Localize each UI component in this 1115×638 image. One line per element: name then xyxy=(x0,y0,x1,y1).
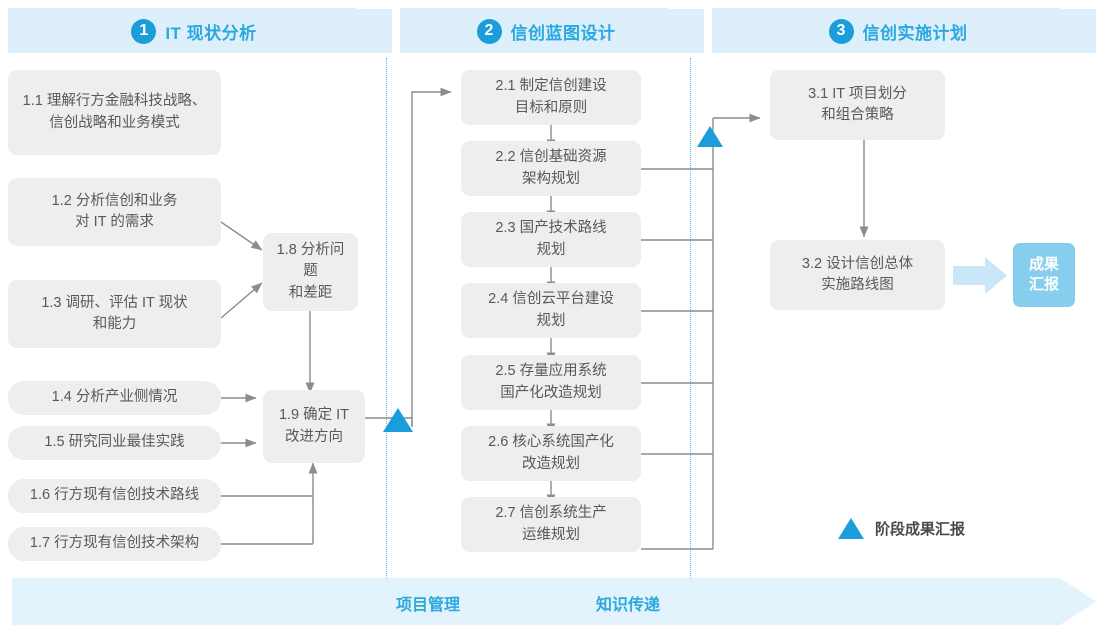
task-box-2-3[interactable]: 2.3 国产技术路线 规划 xyxy=(461,212,641,267)
phase-header-2[interactable]: 2 信创蓝图设计 xyxy=(400,9,704,53)
phase-number-2: 2 xyxy=(476,18,502,44)
task-box-2-5[interactable]: 2.5 存量应用系统 国产化改造规划 xyxy=(461,355,641,410)
task-box-1-2[interactable]: 1.2 分析信创和业务 对 IT 的需求 xyxy=(8,178,221,246)
task-box-1-4[interactable]: 1.4 分析产业侧情况 xyxy=(8,381,221,415)
task-box-1-8[interactable]: 1.8 分析问题 和差距 xyxy=(263,233,358,311)
result-badge[interactable]: 成果 汇报 xyxy=(1013,243,1075,307)
connector-1-2-to-1-8 xyxy=(220,221,263,251)
task-box-1-5[interactable]: 1.5 研究同业最佳实践 xyxy=(8,426,221,460)
task-box-2-2[interactable]: 2.2 信创基础资源 架构规划 xyxy=(461,141,641,196)
task-box-3-1[interactable]: 3.1 IT 项目划分 和组合策略 xyxy=(770,70,945,140)
connector-riser-to-2-1 xyxy=(411,87,452,427)
connector-1-3-to-1-8 xyxy=(220,282,263,319)
bottom-track-arrow xyxy=(12,578,1096,625)
task-box-3-2[interactable]: 3.2 设计信创总体 实施路线图 xyxy=(770,240,945,310)
phase-divider-1-2 xyxy=(386,58,387,578)
phase-divider-2-3 xyxy=(690,58,691,578)
milestone-triangle-phase1 xyxy=(383,408,413,432)
task-box-1-9[interactable]: 1.9 确定 IT 改进方向 xyxy=(263,390,365,463)
phase-title-2: 信创蓝图设计 xyxy=(510,23,616,43)
badge-arrow-icon xyxy=(953,257,1007,294)
legend: 阶段成果汇报 xyxy=(838,518,965,539)
phase-title-3: 信创实施计划 xyxy=(862,23,968,43)
task-box-1-6[interactable]: 1.6 行方现有信创技术路线 xyxy=(8,479,221,513)
bottom-track-label-knowledge-transfer: 知识传递 xyxy=(596,597,661,614)
task-box-1-3[interactable]: 1.3 调研、评估 IT 现状 和能力 xyxy=(8,280,221,348)
task-box-1-1[interactable]: 1.1 理解行方金融科技战略、 信创战略和业务模式 xyxy=(8,70,221,155)
phase-number-3: 3 xyxy=(828,18,854,44)
bottom-track-label-project-management: 项目管理 xyxy=(396,597,461,614)
milestone-triangle-icon xyxy=(838,518,864,539)
milestone-triangle-phase2 xyxy=(697,126,723,147)
phase-title-1: IT 现状分析 xyxy=(165,23,257,43)
phase-number-1: 1 xyxy=(131,18,157,44)
task-box-1-7[interactable]: 1.7 行方现有信创技术架构 xyxy=(8,527,221,561)
phase-header-3[interactable]: 3 信创实施计划 xyxy=(712,9,1096,53)
task-box-2-7[interactable]: 2.7 信创系统生产 运维规划 xyxy=(461,497,641,552)
task-box-2-6[interactable]: 2.6 核心系统国产化 改造规划 xyxy=(461,426,641,481)
legend-label: 阶段成果汇报 xyxy=(875,521,966,538)
task-box-2-1[interactable]: 2.1 制定信创建设 目标和原则 xyxy=(461,70,641,125)
phase-header-1[interactable]: 1 IT 现状分析 xyxy=(8,9,392,53)
task-box-2-4[interactable]: 2.4 信创云平台建设 规划 xyxy=(461,283,641,338)
